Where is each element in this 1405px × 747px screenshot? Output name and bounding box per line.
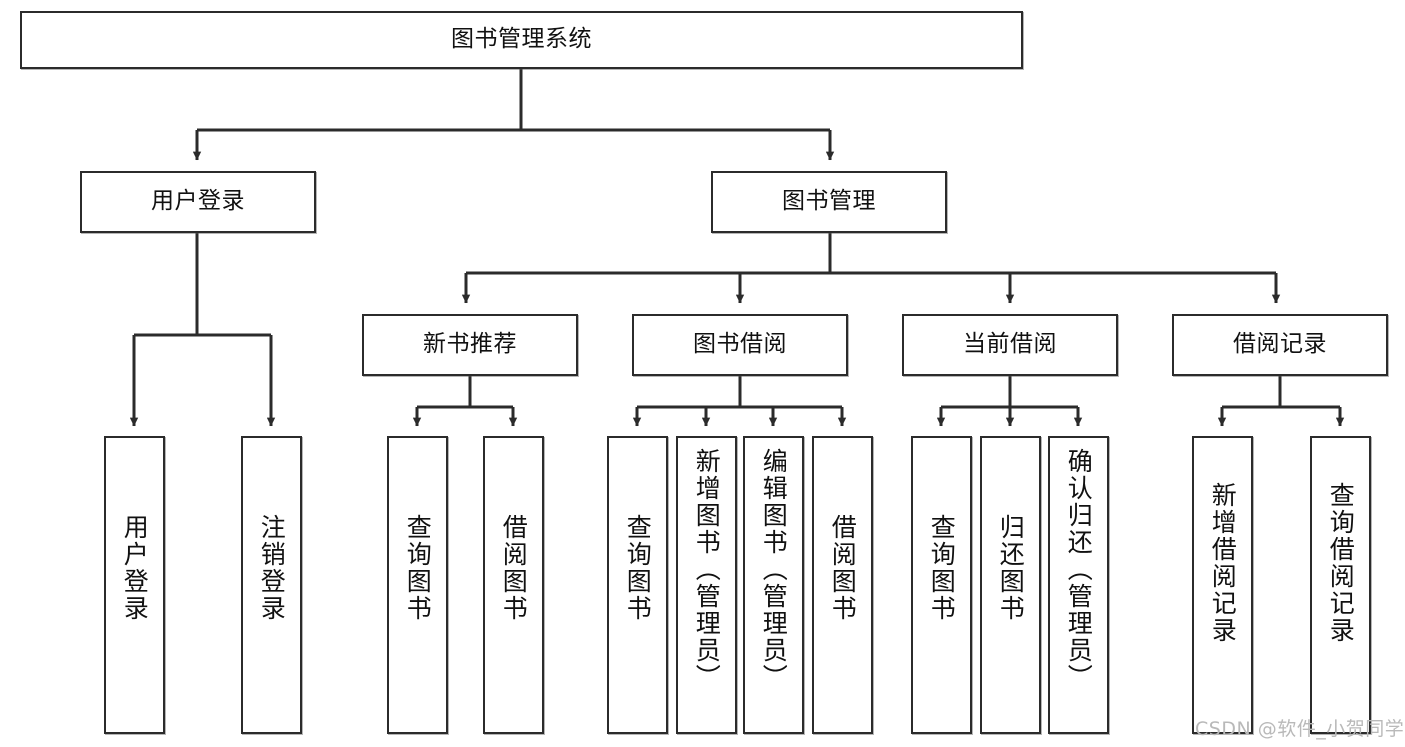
node-label: 借阅图书 [499, 514, 529, 622]
node-label: 用户登录 [120, 514, 150, 622]
node-label: 新增借阅记录 [1208, 482, 1238, 644]
leaf-user-login[interactable]: 用户登录 [104, 436, 165, 734]
node-label: 图书管理 [782, 188, 876, 215]
node-label: 编辑图书（管理员） [759, 448, 789, 691]
node-borrow-record[interactable]: 借阅记录 [1172, 314, 1388, 376]
node-book-borrow[interactable]: 图书借阅 [632, 314, 848, 376]
leaf-confirm-return-admin[interactable]: 确认归还（管理员） [1048, 436, 1109, 734]
leaf-query-book-new-recommend[interactable]: 查询图书 [387, 436, 448, 734]
node-label: 查询图书 [927, 514, 957, 622]
node-book-management[interactable]: 图书管理 [711, 171, 947, 233]
leaf-query-borrow-record[interactable]: 查询借阅记录 [1310, 436, 1371, 734]
node-label: 归还图书 [996, 514, 1026, 622]
leaf-query-book-current[interactable]: 查询图书 [911, 436, 972, 734]
node-label: 新书推荐 [423, 331, 517, 358]
watermark-text: CSDN @软件_小贺同学 [1195, 718, 1405, 740]
node-label: 新增图书（管理员） [692, 448, 722, 691]
leaf-return-book[interactable]: 归还图书 [980, 436, 1041, 734]
leaf-logout[interactable]: 注销登录 [241, 436, 302, 734]
leaf-query-book-borrow[interactable]: 查询图书 [607, 436, 668, 734]
node-label: 当前借阅 [963, 331, 1057, 358]
node-label: 确认归还（管理员） [1064, 448, 1094, 691]
leaf-add-borrow-record[interactable]: 新增借阅记录 [1192, 436, 1253, 734]
node-label: 借阅记录 [1233, 331, 1327, 358]
node-label: 查询借阅记录 [1326, 482, 1356, 644]
node-current-borrow[interactable]: 当前借阅 [902, 314, 1118, 376]
leaf-add-book-admin[interactable]: 新增图书（管理员） [676, 436, 737, 734]
node-label: 图书借阅 [693, 331, 787, 358]
node-label: 借阅图书 [828, 514, 858, 622]
node-root-book-management-system[interactable]: 图书管理系统 [20, 11, 1023, 69]
leaf-edit-book-admin[interactable]: 编辑图书（管理员） [743, 436, 804, 734]
node-new-book-recommend[interactable]: 新书推荐 [362, 314, 578, 376]
node-label: 注销登录 [257, 514, 287, 622]
node-label: 图书管理系统 [451, 26, 592, 53]
leaf-borrow-book-new-recommend[interactable]: 借阅图书 [483, 436, 544, 734]
leaf-borrow-book-borrow[interactable]: 借阅图书 [812, 436, 873, 734]
node-label: 查询图书 [623, 514, 653, 622]
node-label: 查询图书 [403, 514, 433, 622]
node-label: 用户登录 [151, 188, 245, 215]
node-user-login[interactable]: 用户登录 [80, 171, 316, 233]
